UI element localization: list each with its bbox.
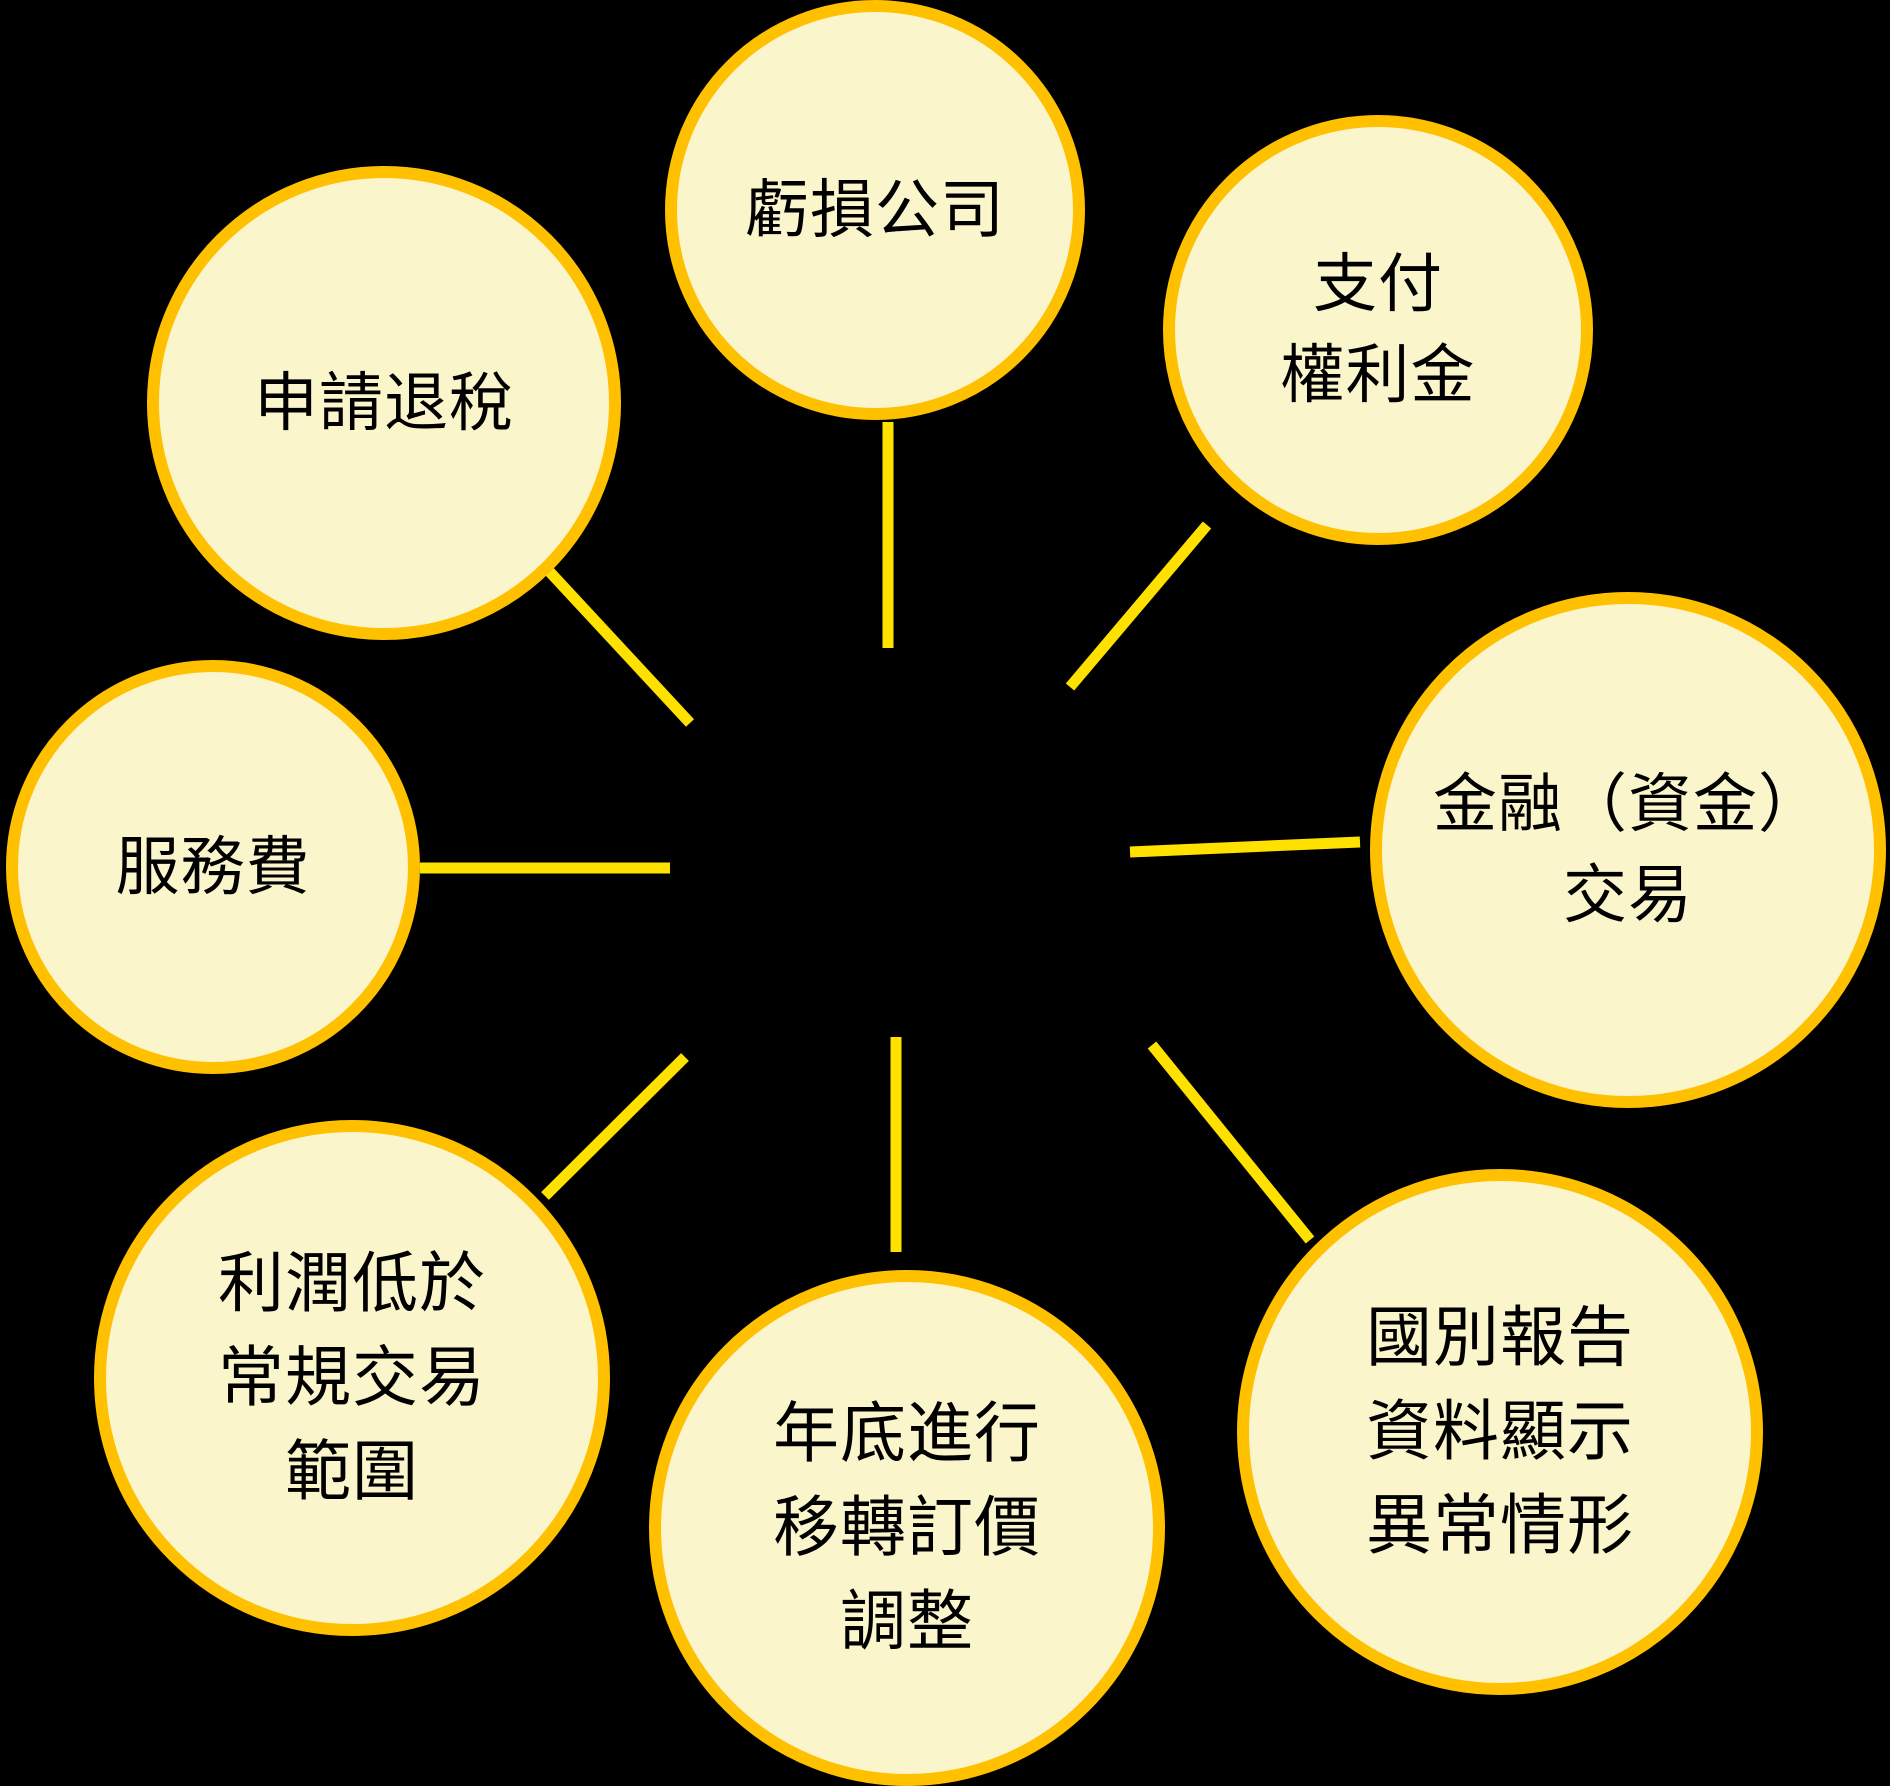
node-financial-funds-transactions-label: 金融（資金） 交易 bbox=[1433, 768, 1823, 931]
node-tax-refund-application: 申請退稅 bbox=[147, 166, 621, 640]
node-loss-company: 虧損公司 bbox=[665, 0, 1085, 420]
node-profit-below-arms-length-range: 利潤低於 常規交易 範圍 bbox=[94, 1120, 610, 1636]
node-tax-refund-application-label: 申請退稅 bbox=[254, 366, 514, 439]
connector-cbc-report bbox=[1147, 1041, 1315, 1244]
node-financial-funds-transactions: 金融（資金） 交易 bbox=[1370, 592, 1886, 1108]
node-pay-royalty: 支付 權利金 bbox=[1163, 115, 1593, 545]
connector-tax-refund bbox=[543, 566, 695, 727]
node-service-fee-label: 服務費 bbox=[115, 830, 311, 903]
node-cbc-report-abnormal-label: 國別報告 資料顯示 異常情形 bbox=[1366, 1300, 1634, 1562]
connector-pay-royalty bbox=[1065, 521, 1212, 691]
node-loss-company-label: 虧損公司 bbox=[745, 173, 1005, 246]
node-cbc-report-abnormal: 國別報告 資料顯示 異常情形 bbox=[1237, 1169, 1763, 1695]
connector-profit-below bbox=[541, 1053, 689, 1200]
node-year-end-tp-adjustment: 年底進行 移轉訂價 調整 bbox=[649, 1270, 1165, 1786]
connector-financial bbox=[1129, 836, 1361, 858]
node-profit-below-arms-length-range-label: 利潤低於 常規交易 範圍 bbox=[218, 1246, 486, 1508]
node-year-end-tp-adjustment-label: 年底進行 移轉訂價 調整 bbox=[773, 1396, 1041, 1658]
node-pay-royalty-label: 支付 權利金 bbox=[1280, 248, 1476, 411]
node-service-fee: 服務費 bbox=[6, 660, 420, 1074]
